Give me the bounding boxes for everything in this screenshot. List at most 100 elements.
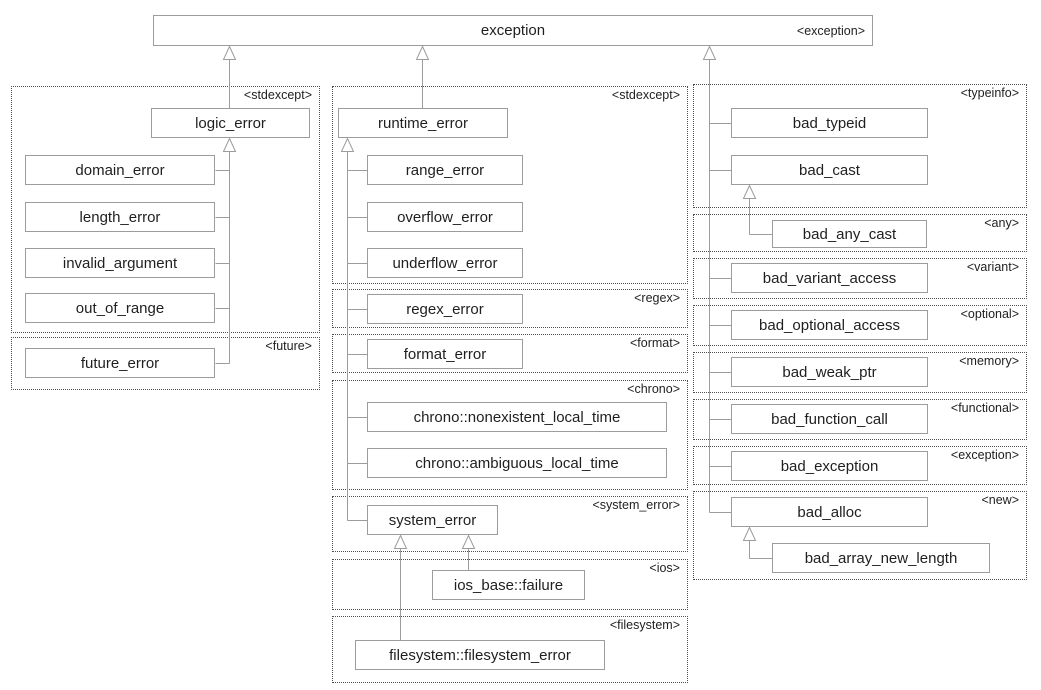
group-new: <new> <box>693 491 1027 580</box>
node-exception-label: exception <box>480 22 546 39</box>
node-out-of-range: out_of_range <box>25 293 215 323</box>
node-future-error: future_error <box>25 348 215 378</box>
node-bad-typeid: bad_typeid <box>731 108 928 138</box>
node-bad-exception: bad_exception <box>731 451 928 481</box>
group-header-new: <new> <box>981 493 1019 507</box>
node-label-bad-alloc: bad_alloc <box>797 503 862 521</box>
group-header-format: <format> <box>629 336 680 350</box>
inheritance-arrow <box>702 45 717 60</box>
group-stdexcept-left: <stdexcept> <box>11 86 320 333</box>
group-future: <future> <box>11 337 320 390</box>
group-typeinfo: <typeinfo> <box>693 84 1027 208</box>
node-label-system-error: system_error <box>388 511 477 529</box>
node-system-error: system_error <box>367 505 498 535</box>
inheritance-arrow <box>340 137 355 152</box>
node-length-error: length_error <box>25 202 215 232</box>
node-range-error: range_error <box>367 155 523 185</box>
node-bad-cast: bad_cast <box>731 155 928 185</box>
group-optional: <optional> <box>693 305 1027 346</box>
node-label-bad-cast: bad_cast <box>799 161 860 179</box>
node-label-invalid-argument: invalid_argument <box>62 254 178 272</box>
group-stdexcept-mid: <stdexcept> <box>332 86 688 284</box>
node-label-ios-base-failure: ios_base::failure <box>453 576 564 594</box>
node-exception: exception <exception> <box>153 15 873 46</box>
group-filesystem: <filesystem> <box>332 616 688 683</box>
node-bad-any-cast: bad_any_cast <box>772 220 927 248</box>
group-system-error: <system_error> <box>332 496 688 552</box>
group-exception: <exception> <box>693 446 1027 485</box>
group-header-system-error: <system_error> <box>592 498 680 512</box>
node-label-bad-function-call: bad_function_call <box>771 410 888 428</box>
node-label-out-of-range: out_of_range <box>75 299 165 317</box>
node-label-domain-error: domain_error <box>75 161 165 179</box>
node-exception-header-label: <exception> <box>796 23 865 38</box>
node-overflow-error: overflow_error <box>367 202 523 232</box>
node-label-runtime-error: runtime_error <box>377 114 469 132</box>
group-header-future: <future> <box>265 339 312 353</box>
group-chrono: <chrono> <box>332 380 688 490</box>
node-label-chrono-nonexistent-local-time: chrono::nonexistent_local_time <box>413 408 621 426</box>
inheritance-arrow <box>742 526 757 541</box>
node-label-bad-exception: bad_exception <box>780 457 879 475</box>
node-label-logic-error: logic_error <box>195 114 266 132</box>
node-label-filesystem-filesystem-error: filesystem::filesystem_error <box>389 646 571 664</box>
group-memory: <memory> <box>693 352 1027 393</box>
node-bad-array-new-length: bad_array_new_length <box>772 543 990 573</box>
inheritance-arrow <box>393 534 408 549</box>
node-chrono-nonexistent-local-time: chrono::nonexistent_local_time <box>367 402 667 432</box>
node-label-bad-weak-ptr: bad_weak_ptr <box>782 363 877 381</box>
group-header-filesystem: <filesystem> <box>609 618 680 632</box>
inheritance-arrow <box>222 45 237 60</box>
inheritance-arrow <box>742 184 757 199</box>
node-format-error: format_error <box>367 339 523 369</box>
inheritance-arrow <box>222 137 237 152</box>
group-header-typeinfo: <typeinfo> <box>960 86 1019 100</box>
node-bad-alloc: bad_alloc <box>731 497 928 527</box>
node-label-bad-typeid: bad_typeid <box>792 114 867 132</box>
node-label-overflow-error: overflow_error <box>397 208 493 226</box>
node-logic-error: logic_error <box>151 108 310 138</box>
node-label-bad-variant-access: bad_variant_access <box>762 269 897 287</box>
node-invalid-argument: invalid_argument <box>25 248 215 278</box>
node-label-chrono-ambiguous-local-time: chrono::ambiguous_local_time <box>415 454 619 472</box>
group-header-variant: <variant> <box>966 260 1019 274</box>
node-ios-base-failure: ios_base::failure <box>432 570 585 600</box>
node-filesystem-filesystem-error: filesystem::filesystem_error <box>355 640 605 670</box>
node-label-length-error: length_error <box>79 208 161 226</box>
group-functional: <functional> <box>693 399 1027 440</box>
group-header-chrono: <chrono> <box>627 382 680 396</box>
group-header-functional: <functional> <box>950 401 1019 415</box>
group-header-optional: <optional> <box>960 307 1019 321</box>
node-label-format-error: format_error <box>403 345 487 363</box>
node-label-future-error: future_error <box>80 354 160 372</box>
group-header-stdexcept-mid: <stdexcept> <box>611 88 680 102</box>
group-variant: <variant> <box>693 258 1027 299</box>
inheritance-arrow <box>461 534 476 549</box>
node-underflow-error: underflow_error <box>367 248 523 278</box>
node-label-bad-optional-access: bad_optional_access <box>759 316 900 334</box>
group-header-exception: <exception> <box>950 448 1019 462</box>
node-label-underflow-error: underflow_error <box>392 254 498 272</box>
inheritance-arrow <box>415 45 430 60</box>
node-bad-function-call: bad_function_call <box>731 404 928 434</box>
group-any: <any> <box>693 214 1027 252</box>
node-bad-optional-access: bad_optional_access <box>731 310 928 340</box>
group-header-ios: <ios> <box>649 561 680 575</box>
node-runtime-error: runtime_error <box>338 108 508 138</box>
group-ios: <ios> <box>332 559 688 610</box>
group-header-regex: <regex> <box>634 291 680 305</box>
group-format: <format> <box>332 334 688 373</box>
node-label-bad-any-cast: bad_any_cast <box>802 225 897 243</box>
node-regex-error: regex_error <box>367 294 523 324</box>
node-chrono-ambiguous-local-time: chrono::ambiguous_local_time <box>367 448 667 478</box>
node-bad-weak-ptr: bad_weak_ptr <box>731 357 928 387</box>
group-regex: <regex> <box>332 289 688 328</box>
node-label-bad-array-new-length: bad_array_new_length <box>804 549 958 567</box>
group-header-stdexcept-left: <stdexcept> <box>243 88 312 102</box>
node-bad-variant-access: bad_variant_access <box>731 263 928 293</box>
group-header-memory: <memory> <box>959 354 1019 368</box>
